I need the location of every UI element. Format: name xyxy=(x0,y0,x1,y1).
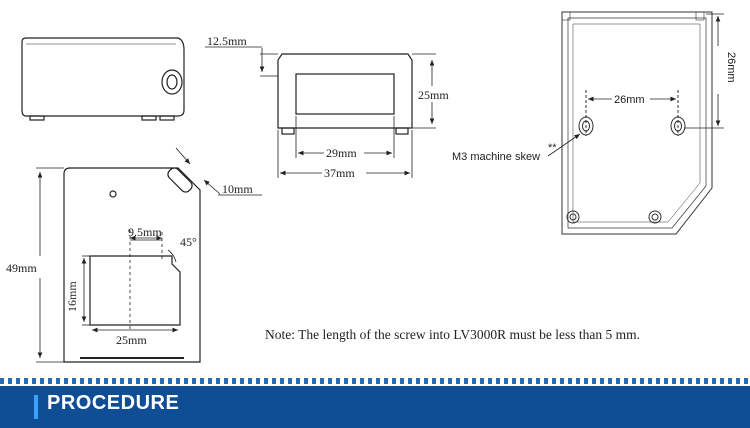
banner-title: PROCEDURE xyxy=(47,392,180,414)
procedure-banner: PROCEDURE xyxy=(0,386,750,428)
side-view xyxy=(21,37,185,121)
dim-height: 25mm xyxy=(418,88,449,102)
banner-accent xyxy=(34,395,38,419)
dashed-divider xyxy=(0,378,750,384)
back-view-dimensions xyxy=(547,13,724,157)
dim-top-height: 12.5mm xyxy=(207,34,247,48)
dim-corner: 10mm xyxy=(222,182,253,196)
dim-offset: 9.5mm xyxy=(128,225,162,239)
banner-left-bar xyxy=(0,386,28,428)
screw-note: Note: The length of the screw into LV300… xyxy=(265,327,640,342)
dim-window-len: 25mm xyxy=(116,333,147,347)
dim-depth: 49mm xyxy=(6,261,37,275)
back-view xyxy=(561,11,713,235)
dim-hole-spacing: 26mm xyxy=(614,94,645,106)
dim-back-height: 26mm xyxy=(725,52,737,83)
dim-angle: 45° xyxy=(180,235,197,249)
technical-drawing: 12.5mm 25mm 29mm 37mm 49mm 10mm 9.5mm xyxy=(6,11,737,363)
dim-window-width: 29mm xyxy=(326,146,357,160)
screw-label: M3 machine skew xyxy=(452,151,540,163)
front-view xyxy=(277,53,413,135)
dim-total-width: 37mm xyxy=(324,166,355,180)
front-view-dimensions xyxy=(205,46,436,178)
dim-window-height: 16mm xyxy=(65,281,79,312)
top-view-dimensions xyxy=(36,147,262,363)
screw-stars: ** xyxy=(548,142,557,154)
